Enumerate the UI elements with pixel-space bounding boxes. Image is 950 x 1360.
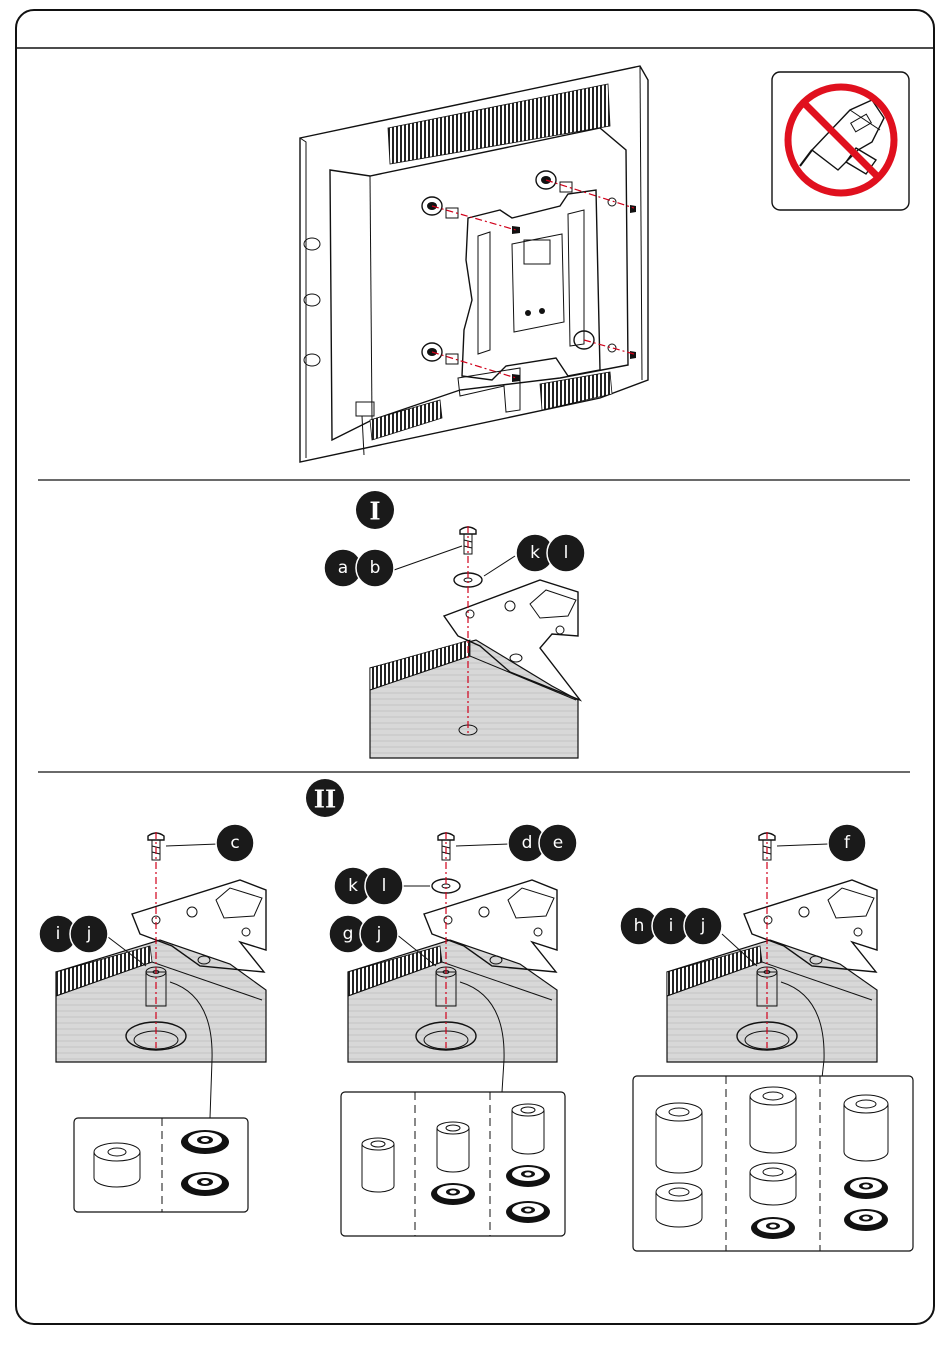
- callout-label: j: [700, 916, 706, 936]
- callout-label: e: [553, 833, 563, 853]
- rubber-grommet-part: [431, 1183, 475, 1205]
- callout-label: b: [370, 558, 381, 578]
- rubber-grommet-part: [844, 1209, 888, 1231]
- step-1-label: I: [369, 497, 380, 526]
- no-power-drill-icon: [772, 72, 909, 210]
- callout-screw-c: c: [216, 824, 254, 862]
- rubber-grommet-part: [506, 1201, 550, 1223]
- callout-washer-k-l: k l: [516, 534, 585, 572]
- callout-screw-a-b: a b: [324, 549, 394, 587]
- callout-label: k: [530, 543, 540, 563]
- callout-label: i: [669, 916, 674, 936]
- callout-label: h: [634, 916, 645, 936]
- step-2-marker: II: [306, 779, 344, 817]
- callout-label: i: [56, 924, 61, 944]
- callout-label: f: [844, 833, 851, 853]
- callout-label: a: [338, 558, 348, 578]
- callout-label: c: [230, 833, 239, 853]
- callout-label: g: [343, 924, 354, 944]
- callout-spacer-h-i-j: h i j: [620, 907, 722, 945]
- bottom-vent-grille-right: [540, 372, 612, 410]
- rubber-grommet-part: [506, 1165, 550, 1187]
- callout-washer-k-l: k l: [334, 867, 403, 905]
- rubber-grommet-part: [181, 1130, 229, 1154]
- callout-spacer-g-j: g j: [329, 915, 398, 953]
- step-2-left-detail: [56, 832, 266, 1118]
- tv-back-illustration: [300, 66, 648, 462]
- parts-box-middle: [341, 1092, 565, 1236]
- callout-label: k: [348, 876, 358, 896]
- rubber-grommet-part: [844, 1177, 888, 1199]
- callout-screw-f: f: [828, 824, 866, 862]
- step-2-label: II: [314, 785, 336, 814]
- callout-label: l: [564, 543, 569, 563]
- parts-box-right: [633, 1076, 913, 1251]
- callout-label: d: [522, 833, 533, 853]
- parts-box-left: [74, 1118, 248, 1212]
- callout-label: j: [86, 924, 92, 944]
- callout-label: l: [382, 876, 387, 896]
- callout-spacer-i-j: i j: [39, 915, 108, 953]
- step-1-marker: I: [356, 491, 394, 529]
- rubber-grommet-part: [751, 1217, 795, 1239]
- step-2-right-detail: [667, 832, 877, 1078]
- mounting-plate: [462, 190, 600, 380]
- rubber-grommet-part: [181, 1172, 229, 1196]
- callout-label: j: [376, 924, 382, 944]
- callout-screw-d-e: d e: [508, 824, 577, 862]
